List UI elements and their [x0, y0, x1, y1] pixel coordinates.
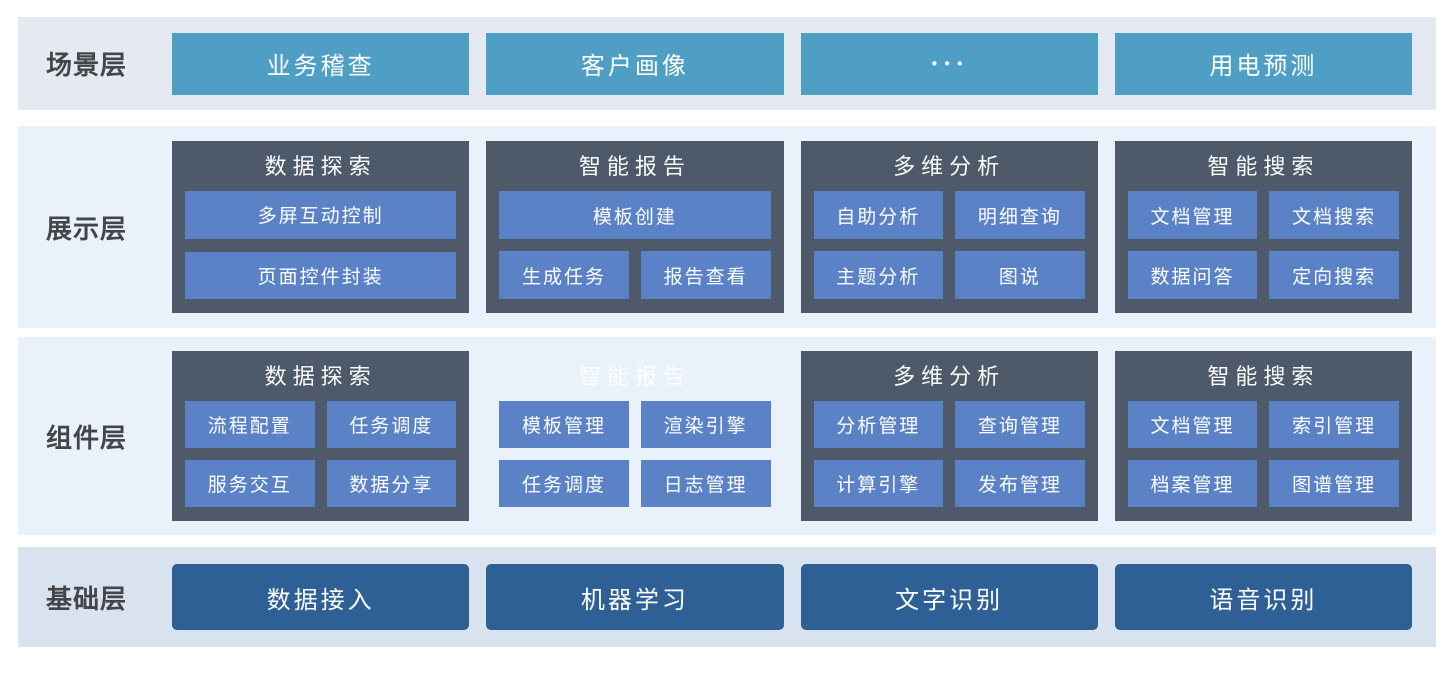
scene-layer-label: 场景层: [45, 50, 127, 80]
block-doc-search: 文档搜索: [1269, 191, 1399, 239]
scene-block-power-forecast: 用电预测: [1114, 32, 1412, 95]
presentation-card-smart-report: 智能报告 模板创建 生成任务 报告查看: [486, 141, 784, 313]
block-doc-management: 文档管理: [1127, 401, 1258, 448]
presentation-layer-band: 展示层 数据探索 多屏互动控制 页面控件封装 智能报告 模板创建 生成任务 报告…: [18, 126, 1436, 328]
component-card-data-explore: 数据探索 流程配置 任务调度 服务交互 数据分享: [172, 351, 470, 521]
presentation-layer-label: 展示层: [45, 213, 127, 244]
presentation-card-smart-search: 智能搜索 文档管理 文档搜索 数据问答 定向搜索: [1114, 141, 1412, 313]
block-report-view: 报告查看: [640, 251, 771, 299]
block-doc-management: 文档管理: [1127, 191, 1258, 239]
card-title: 多维分析: [893, 154, 1006, 179]
block-analysis-management: 分析管理: [813, 401, 944, 448]
block-data-sharing: 数据分享: [326, 460, 457, 507]
presentation-card-data-explore: 数据探索 多屏互动控制 页面控件封装: [172, 141, 470, 313]
card-title: 智能搜索: [1207, 154, 1320, 179]
block-detail-query: 明细查询: [955, 191, 1085, 239]
block-log-management: 日志管理: [640, 460, 771, 507]
block-targeted-search: 定向搜索: [1269, 251, 1399, 299]
block-service-interaction: 服务交互: [185, 460, 315, 507]
foundation-block-speech-recognition: 语音识别: [1114, 564, 1412, 630]
card-title: 智能报告: [578, 154, 691, 179]
scene-layer-band: 场景层 业务稽查 客户画像 ··· 用电预测: [18, 17, 1436, 110]
block-query-management: 查询管理: [955, 401, 1085, 448]
block-process-config: 流程配置: [185, 401, 315, 448]
block-page-widget-package: 页面控件封装: [185, 251, 457, 299]
block-template-create: 模板创建: [499, 191, 771, 239]
block-topic-analysis: 主题分析: [813, 251, 944, 299]
card-title: 多维分析: [893, 364, 1006, 389]
foundation-block-ocr: 文字识别: [800, 564, 1098, 630]
block-task-schedule: 任务调度: [326, 401, 457, 448]
card-button-grid: 自助分析 明细查询 主题分析 图说: [813, 191, 1085, 299]
foundation-layer-band: 基础层 数据接入 机器学习 文字识别 语音识别: [18, 547, 1436, 647]
card-title: 数据探索: [264, 154, 377, 179]
card-button-grid: 模板管理 渲染引擎 任务调度 日志管理: [499, 401, 771, 507]
component-card-smart-report: 智能报告 模板管理 渲染引擎 任务调度 日志管理: [486, 351, 783, 521]
block-index-management: 索引管理: [1269, 401, 1399, 448]
scene-block-ellipsis: ···: [800, 32, 1098, 95]
block-compute-engine: 计算引擎: [813, 460, 944, 507]
block-task-schedule: 任务调度: [499, 460, 629, 507]
card-button-grid: 分析管理 查询管理 计算引擎 发布管理: [813, 401, 1085, 507]
block-publish-management: 发布管理: [955, 460, 1085, 507]
component-card-multidim-analysis: 多维分析 分析管理 查询管理 计算引擎 发布管理: [800, 351, 1098, 521]
scene-block-business-audit: 业务稽查: [172, 32, 470, 95]
block-template-management: 模板管理: [499, 401, 629, 448]
card-button-grid: 流程配置 任务调度 服务交互 数据分享: [185, 401, 457, 507]
component-layer-band: 组件层 数据探索 流程配置 任务调度 服务交互 数据分享 智能报告 模板管理 渲…: [18, 337, 1436, 535]
foundation-block-machine-learning: 机器学习: [486, 564, 784, 630]
block-selfservice-analysis: 自助分析: [813, 191, 944, 239]
component-card-smart-search: 智能搜索 文档管理 索引管理 档案管理 图谱管理: [1114, 351, 1412, 521]
block-chart-story: 图说: [955, 251, 1085, 299]
card-button-grid: 文档管理 索引管理 档案管理 图谱管理: [1127, 401, 1399, 507]
card-title: 数据探索: [264, 364, 377, 389]
foundation-layer-label: 基础层: [45, 583, 127, 614]
block-render-engine: 渲染引擎: [640, 401, 771, 448]
card-title: 智能搜索: [1207, 364, 1320, 389]
foundation-block-data-access: 数据接入: [172, 564, 470, 630]
card-button-grid: 模板创建 生成任务 报告查看: [499, 191, 771, 299]
block-archive-management: 档案管理: [1127, 460, 1258, 507]
component-layer-label: 组件层: [45, 422, 127, 453]
card-title: 智能报告: [578, 364, 691, 389]
block-multiscreen-control: 多屏互动控制: [185, 191, 457, 239]
card-button-grid: 文档管理 文档搜索 数据问答 定向搜索: [1127, 191, 1399, 299]
presentation-card-multidim-analysis: 多维分析 自助分析 明细查询 主题分析 图说: [800, 141, 1098, 313]
card-button-grid: 多屏互动控制 页面控件封装: [185, 191, 457, 299]
block-data-qa: 数据问答: [1127, 251, 1258, 299]
block-generate-task: 生成任务: [499, 251, 629, 299]
scene-block-customer-profile: 客户画像: [486, 32, 784, 95]
block-graph-management: 图谱管理: [1269, 460, 1399, 507]
